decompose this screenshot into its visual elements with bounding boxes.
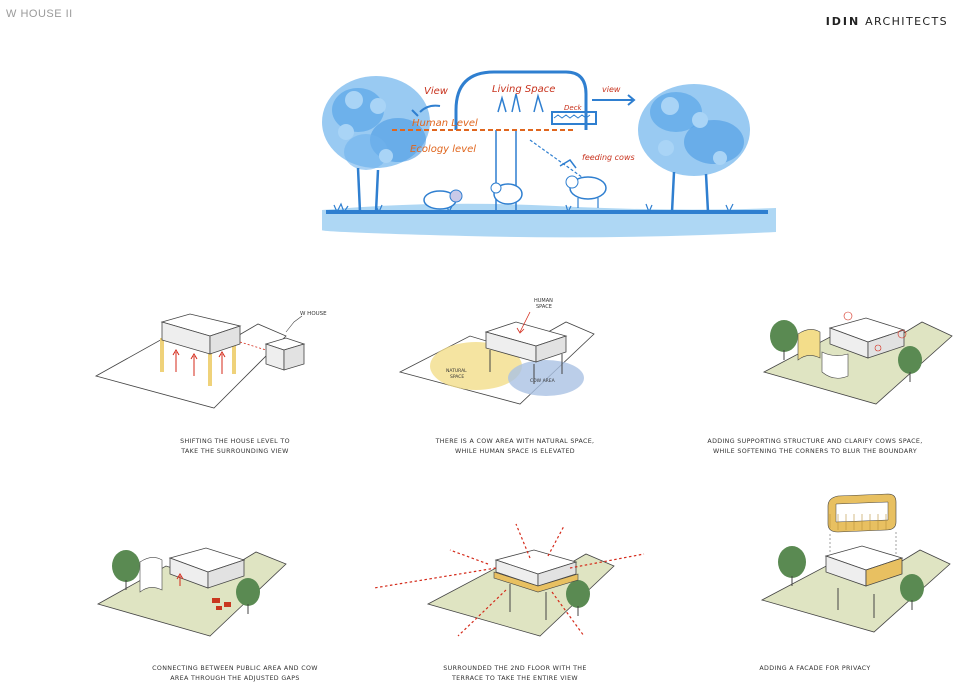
sketch-label-view-left: View <box>424 86 449 97</box>
project-title: W HOUSE II <box>6 8 73 20</box>
diagram-2: HUMAN SPACE NATURAL SPACE COW AREA <box>370 292 660 462</box>
diagram-2-caption: THERE IS A COW AREA WITH NATURAL SPACE, … <box>370 437 660 456</box>
diagram-4-caption: CONNECTING BETWEEN PUBLIC AREA AND COW A… <box>90 664 380 683</box>
sketch-ground <box>321 202 776 238</box>
sketch-label-ecology-level: Ecology level <box>410 144 476 155</box>
diagram-1-label-w-house: W HOUSE <box>300 311 327 317</box>
diagram-3 <box>670 292 960 462</box>
sketch-label-view-right: view <box>602 85 621 94</box>
diagram-5-caption-line-1: SURROUNDED THE 2ND FLOOR WITH THE <box>443 665 587 672</box>
diagram-5 <box>370 520 660 690</box>
diagram-2-label-cow-area: COW AREA <box>530 378 556 384</box>
sketch-tree-left <box>322 76 430 213</box>
diagram-2-caption-line-2: WHILE HUMAN SPACE IS ELEVATED <box>455 447 575 455</box>
sketch-tree-right <box>638 84 750 213</box>
diagram-2-label-natural-2: SPACE <box>450 374 464 380</box>
sketch-label-living-space: Living Space <box>492 84 555 95</box>
diagram-3-caption-line-1: ADDING SUPPORTING STRUCTURE AND CLARIFY … <box>707 438 923 445</box>
diagram-4-caption-line-2: AREA THROUGH THE ADJUSTED GAPS <box>170 674 300 682</box>
diagram-1-caption-line-1: SHIFTING THE HOUSE LEVEL TO <box>180 438 290 445</box>
sketch-label-feeding-cows: feeding cows <box>582 153 635 162</box>
diagram-5-caption-line-2: TERRACE TO TAKE THE ENTIRE VIEW <box>451 674 578 682</box>
diagram-2-label-natural-1: NATURAL <box>446 368 467 374</box>
diagram-1: W HOUSE <box>90 292 380 462</box>
diagram-2-label-human-1: HUMAN <box>534 298 553 304</box>
firm-name: IDIN ARCHITECTS <box>826 15 948 28</box>
diagram-6 <box>670 488 960 658</box>
diagram-2-caption-line-1: THERE IS A COW AREA WITH NATURAL SPACE, <box>435 438 595 445</box>
diagram-2-label-human-2: SPACE <box>536 304 552 310</box>
diagram-5-caption: SURROUNDED THE 2ND FLOOR WITH THE TERRAC… <box>370 664 660 683</box>
view-arrows <box>411 94 636 117</box>
diagram-6-caption: ADDING A FACADE FOR PRIVACY <box>670 664 960 674</box>
diagram-3-caption-line-2: WHILE SOFTENING THE CORNERS TO BLUR THE … <box>712 447 918 455</box>
firm-name-rest: ARCHITECTS <box>860 15 948 28</box>
diagram-4 <box>90 520 380 690</box>
concept-sketch: View Living Space view Deck Human Level … <box>321 70 776 238</box>
diagram-6-caption-line-1: ADDING A FACADE FOR PRIVACY <box>759 665 871 672</box>
sketch-cows <box>423 159 607 210</box>
firm-name-bold: IDIN <box>825 15 861 28</box>
sketch-label-human-level: Human Level <box>412 118 478 129</box>
sketch-label-deck: Deck <box>564 104 583 112</box>
diagram-4-caption-line-1: CONNECTING BETWEEN PUBLIC AREA AND COW <box>152 665 318 672</box>
diagram-3-caption: ADDING SUPPORTING STRUCTURE AND CLARIFY … <box>670 437 960 456</box>
diagram-1-caption: SHIFTING THE HOUSE LEVEL TO TAKE THE SUR… <box>90 437 380 456</box>
diagram-1-caption-line-2: TAKE THE SURROUNDING VIEW <box>181 447 289 455</box>
